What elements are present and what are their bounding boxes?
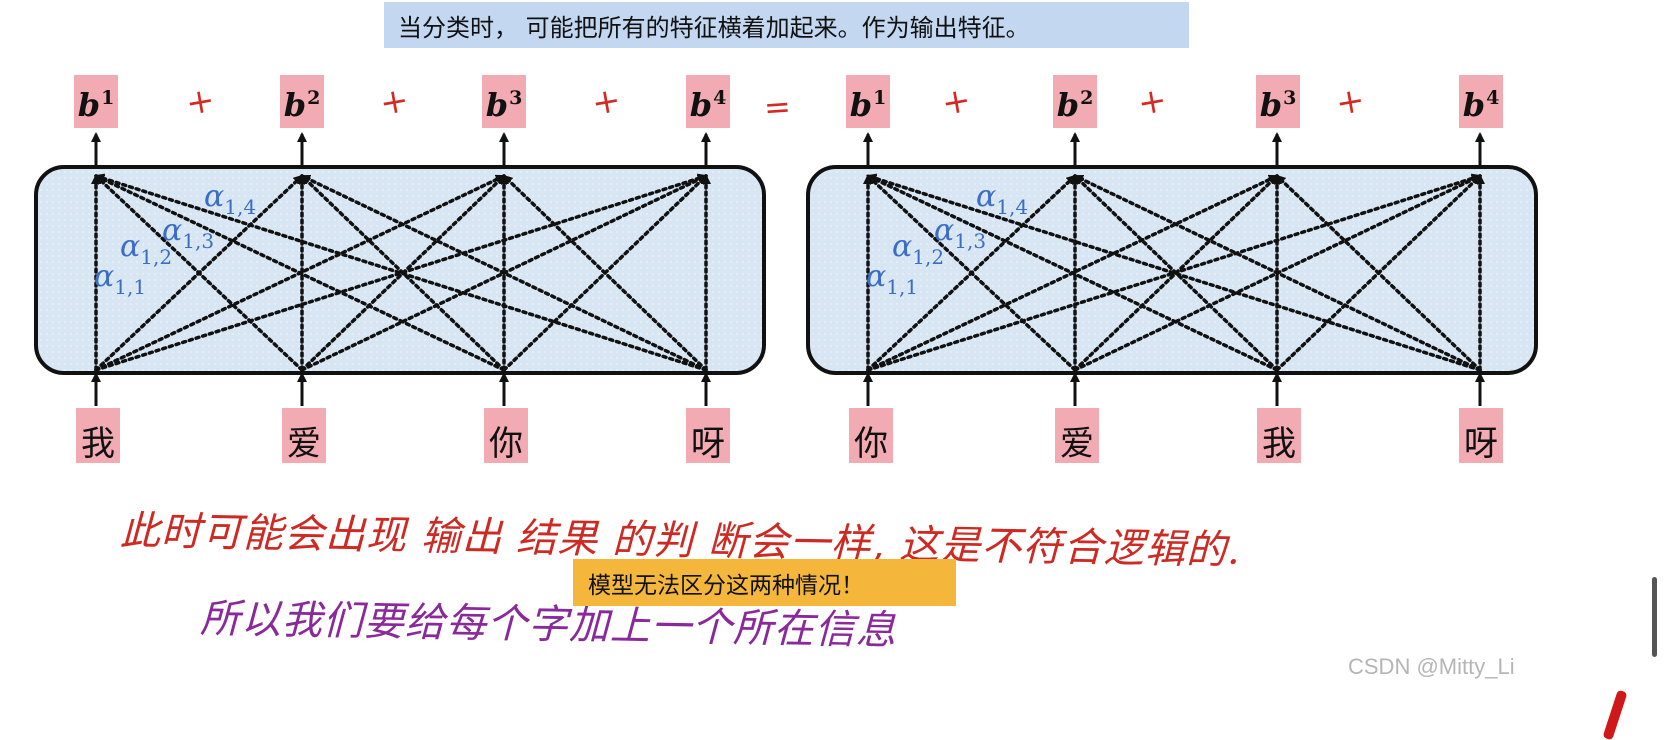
- left-attention-link-4-2: [300, 174, 708, 372]
- right-alpha-1-2: α1,2: [892, 229, 945, 269]
- handwritten-equals: =: [762, 87, 793, 127]
- left-attention-link-4-3: [502, 174, 708, 372]
- output-label: b3: [1259, 86, 1297, 124]
- left-alpha-1-1: α1,1: [94, 259, 147, 299]
- callout-box: 模型无法区分这两种情况！: [573, 559, 956, 606]
- right-attention-link-4-3: [1275, 174, 1482, 372]
- output-label: b4: [689, 86, 727, 124]
- right-output-b2: b2: [1053, 75, 1097, 128]
- input-token-label: 爱: [287, 424, 321, 464]
- left-attention-link-3-1: [94, 174, 506, 372]
- input-token-label: 呀: [1464, 424, 1498, 464]
- left-input-token-4: 呀: [686, 408, 730, 463]
- right-alpha-1-3: α1,3: [934, 213, 987, 253]
- right-attention-link-2-1: [866, 174, 1077, 372]
- left-output-b1: b1: [74, 75, 118, 128]
- right-input-token-4: 呀: [1459, 408, 1503, 463]
- left-output-b3: b3: [482, 75, 526, 128]
- right-input-token-2: 爱: [1055, 408, 1099, 463]
- output-label: b3: [485, 86, 523, 124]
- output-label: b2: [283, 86, 321, 124]
- right-input-token-3: 我: [1257, 408, 1301, 463]
- left-attention-link-2-1: [94, 174, 304, 372]
- input-token-label: 你: [489, 424, 523, 464]
- output-label: b1: [849, 86, 887, 124]
- left-output-b4: b4: [686, 75, 730, 128]
- watermark: CSDN @Mitty_Li: [1348, 654, 1515, 679]
- left-alpha-1-2: α1,2: [120, 229, 173, 269]
- left-attention-link-4-1: [94, 173, 708, 372]
- right-alpha-1-4: α1,4: [976, 179, 1029, 219]
- scrollbar[interactable]: [1652, 577, 1657, 657]
- left-input-token-2: 爱: [282, 408, 326, 463]
- right-input-token-1: 你: [849, 408, 893, 463]
- right-output-b4: b4: [1459, 75, 1503, 128]
- left-input-token-3: 你: [484, 408, 528, 463]
- right-output-b1: b1: [846, 75, 890, 128]
- right-attention-link-4-1: [866, 173, 1482, 372]
- output-label: b2: [1056, 86, 1094, 124]
- top-banner: 当分类时， 可能把所有的特征横着加起来。作为输出特征。: [384, 2, 1189, 48]
- input-token-label: 爱: [1060, 424, 1094, 464]
- left-input-token-1: 我: [76, 408, 120, 463]
- left-alpha-1-4: α1,4: [204, 179, 257, 219]
- right-attention-link-3-1: [866, 174, 1279, 372]
- input-token-label: 我: [81, 424, 115, 464]
- right-output-b3: b3: [1256, 75, 1300, 128]
- output-label: b4: [1462, 86, 1500, 124]
- input-token-label: 你: [854, 424, 888, 464]
- left-attention-link-1-4: [94, 173, 708, 372]
- right-attention-link-4-2: [1073, 174, 1482, 372]
- left-alpha-1-3: α1,3: [162, 213, 215, 253]
- left-output-b2: b2: [280, 75, 324, 128]
- right-alpha-1-1: α1,1: [866, 259, 919, 299]
- output-label: b1: [77, 86, 115, 124]
- input-token-label: 呀: [691, 424, 725, 464]
- input-token-label: 我: [1262, 424, 1296, 464]
